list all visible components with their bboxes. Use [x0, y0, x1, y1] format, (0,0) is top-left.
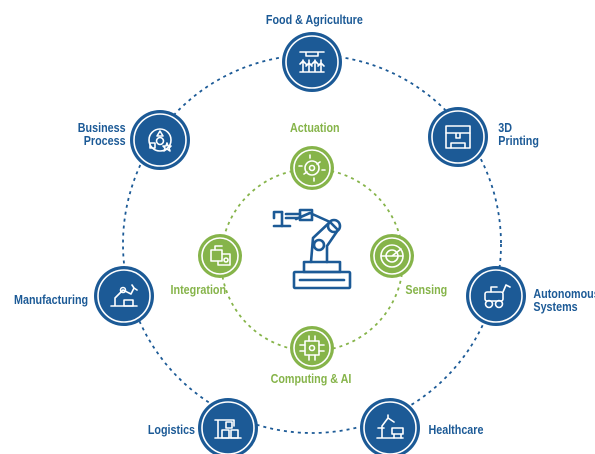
outer-label-business-process: Business Process [78, 122, 126, 148]
outer-label-business-line2: Process [83, 134, 126, 148]
radar-icon [380, 244, 404, 268]
outer-5-inner-ring [97, 269, 151, 323]
outer-3-circle [360, 398, 420, 454]
outer-label-3d-printing: 3D Printing [498, 122, 539, 148]
outer-0-circle [282, 32, 342, 92]
inner-label-computing: Computing & AI [270, 372, 352, 386]
outer-3-node [360, 398, 420, 454]
outer-2-circle [466, 266, 526, 326]
inner-3-node [198, 234, 242, 278]
outer-1-circle [428, 107, 488, 167]
outer-0-inner-ring [285, 35, 339, 89]
robotic-arm-icon [272, 208, 352, 290]
inner-1-node [370, 234, 414, 278]
inner-0-circle [290, 146, 334, 190]
outer-label-logistics: Logistics [147, 423, 196, 437]
outer-label-autonomous: Autonomous Systems [533, 288, 595, 314]
chip-icon [299, 335, 325, 361]
puzzle-robot-icon [210, 245, 231, 266]
process-cycle-icon [148, 128, 172, 152]
outer-2-node [466, 266, 526, 326]
inner-2-circle [290, 326, 334, 370]
outer-label-3d-line1: 3D [498, 121, 513, 135]
inner-0-inner-ring [293, 149, 331, 187]
outer-4-node [198, 398, 258, 454]
inner-2-node [290, 326, 334, 370]
inner-3-inner-ring [201, 237, 239, 275]
inner-label-actuation: Actuation [290, 121, 340, 135]
outer-5-circle [94, 266, 154, 326]
surgical-robot-icon [376, 414, 404, 439]
outer-label-manufacturing: Manufacturing [14, 293, 89, 307]
inner-label-integration: Integration [170, 283, 227, 297]
outer-label-business-line1: Business [77, 121, 126, 135]
inner-2-inner-ring [293, 329, 331, 367]
inner-1-inner-ring [373, 237, 411, 275]
outer-2-inner-ring [469, 269, 523, 323]
outer-6-inner-ring [133, 113, 187, 167]
outer-0-node [282, 32, 342, 92]
inner-0-node [290, 146, 334, 190]
printer-3d-icon [445, 125, 471, 149]
outer-4-inner-ring [201, 401, 255, 454]
warehouse-robot-icon [214, 419, 242, 439]
outer-6-circle [130, 110, 190, 170]
outer-4-circle [198, 398, 258, 454]
outer-3-inner-ring [363, 401, 417, 454]
outer-label-autonomous-line1: Autonomous [533, 287, 595, 301]
gear-hand-icon [298, 154, 326, 182]
outer-6-node [130, 110, 190, 170]
outer-label-healthcare: Healthcare [428, 423, 484, 437]
inner-3-circle [198, 234, 242, 278]
inner-label-sensing: Sensing [405, 283, 448, 297]
outer-5-node [94, 266, 154, 326]
outer-1-node [428, 107, 488, 167]
rover-icon [484, 284, 511, 309]
outer-label-autonomous-line2: Systems [533, 300, 578, 314]
drone-crops-icon [299, 51, 325, 73]
outer-1-inner-ring [431, 110, 485, 164]
factory-arm-icon [110, 284, 138, 307]
outer-label-3d-line2: Printing [498, 134, 539, 148]
outer-label-food: Food & Agriculture [265, 13, 363, 27]
